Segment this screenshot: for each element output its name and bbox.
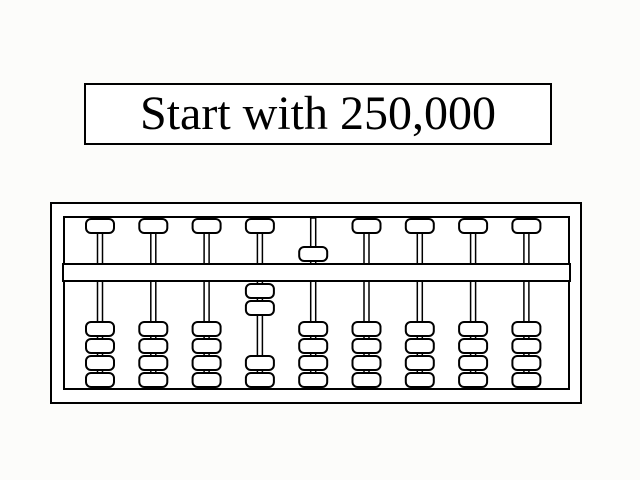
earth-bead (139, 373, 167, 387)
earth-bead (246, 373, 274, 387)
earth-bead (299, 356, 327, 370)
earth-bead (299, 322, 327, 336)
earth-bead (299, 373, 327, 387)
earth-bead (353, 356, 381, 370)
earth-bead (86, 339, 114, 353)
earth-bead (459, 373, 487, 387)
earth-bead (512, 339, 540, 353)
earth-bead (459, 339, 487, 353)
earth-bead (353, 373, 381, 387)
earth-bead (406, 356, 434, 370)
heaven-bead (459, 219, 487, 233)
earth-bead (406, 322, 434, 336)
earth-bead (139, 322, 167, 336)
earth-bead (459, 356, 487, 370)
earth-bead (86, 356, 114, 370)
earth-bead (246, 301, 274, 315)
abacus-divider-beam (63, 264, 570, 281)
earth-bead (512, 322, 540, 336)
earth-bead (139, 339, 167, 353)
heaven-bead (406, 219, 434, 233)
earth-bead (246, 284, 274, 298)
heaven-bead (193, 219, 221, 233)
earth-bead (193, 339, 221, 353)
heaven-bead (353, 219, 381, 233)
earth-bead (193, 373, 221, 387)
heaven-bead (139, 219, 167, 233)
earth-bead (86, 322, 114, 336)
heaven-bead (86, 219, 114, 233)
earth-bead (193, 322, 221, 336)
heaven-bead (299, 247, 327, 261)
earth-bead (246, 356, 274, 370)
earth-bead (299, 339, 327, 353)
earth-bead (193, 356, 221, 370)
earth-bead (459, 322, 487, 336)
earth-bead (353, 339, 381, 353)
earth-bead (353, 322, 381, 336)
earth-bead (512, 356, 540, 370)
earth-bead (86, 373, 114, 387)
earth-bead (406, 373, 434, 387)
earth-bead (139, 356, 167, 370)
heaven-bead (512, 219, 540, 233)
earth-bead (406, 339, 434, 353)
earth-bead (512, 373, 540, 387)
heaven-bead (246, 219, 274, 233)
